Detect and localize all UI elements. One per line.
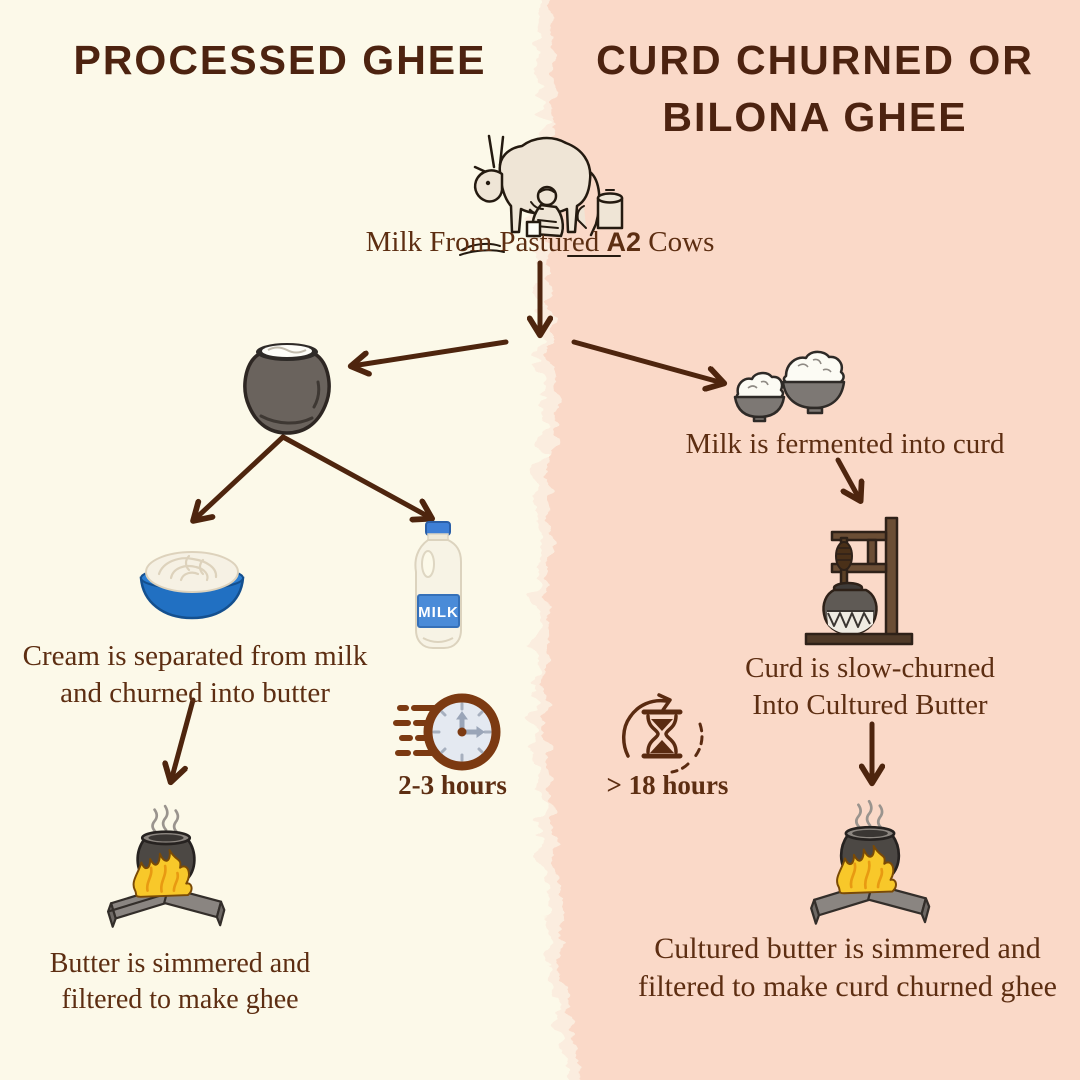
churn-step-label: Curd is slow-churned Into Cultured Butte… [690, 650, 1050, 724]
cream-bowl-icon [139, 551, 245, 620]
left-simmer-label: Butter is simmered and filtered to make … [0, 946, 360, 1018]
cow-milking-icon [459, 134, 624, 257]
right-simmer-label: Cultured butter is simmered and filtered… [615, 930, 1080, 1007]
ferment-step-label: Milk is fermented into curd [640, 426, 1050, 463]
milk-bottle-icon: MILK [414, 521, 462, 649]
right-title-line1: CURD CHURNED OR [596, 37, 1034, 83]
arrow-pot-to-bottle [280, 434, 431, 518]
cream-step-line1: Cream is separated from milk [22, 640, 368, 672]
left-title-text: PROCESSED GHEE [73, 37, 487, 83]
fire-pot-left-icon [106, 804, 226, 928]
left-simmer-line1: Butter is simmered and [49, 948, 311, 979]
arrow-curd-to-churner [835, 457, 860, 500]
arrow-split-right [571, 339, 723, 383]
bilona-churner-icon [804, 516, 914, 646]
right-title-line2: BILONA GHEE [662, 94, 968, 141]
churn-step-line1: Curd is slow-churned [745, 652, 995, 684]
ferment-text: Milk is fermented into curd [685, 428, 1005, 460]
arrow-pot-to-cream [194, 434, 286, 520]
milk-bottle-label: MILK [418, 604, 459, 621]
right-duration-text: > 18 hours [606, 770, 729, 800]
right-simmer-line1: Cultured butter is simmered and [654, 932, 1041, 965]
arrow-cream-to-fire [171, 697, 196, 781]
source-suffix: Cows [641, 226, 715, 258]
left-simmer-line2: filtered to make ghee [61, 983, 299, 1015]
left-duration-label: 2-3 hours [385, 770, 520, 801]
source-prefix: Milk From Pastured [365, 226, 607, 258]
milk-pot-icon [243, 343, 331, 435]
source-step-label: Milk From Pastured A2 Cows [0, 224, 1080, 261]
left-duration-text: 2-3 hours [398, 770, 507, 800]
fast-clock-icon [393, 693, 501, 771]
source-a2: A2 [606, 227, 642, 257]
right-column-title: CURD CHURNED OR BILONA GHEE [560, 32, 1070, 147]
cream-step-label: Cream is separated from milk and churned… [0, 638, 390, 712]
right-simmer-line2: filtered to make curd churned ghee [638, 970, 1057, 1004]
cream-step-line2: and churned into butter [60, 677, 330, 710]
left-column-title: PROCESSED GHEE [20, 32, 540, 89]
churn-step-line2: Into Cultured Butter [752, 689, 988, 722]
right-duration-label: > 18 hours [600, 770, 735, 801]
fire-pot-right-icon [810, 799, 931, 925]
arrow-split-left [352, 339, 509, 366]
curd-bowls-icon [733, 350, 846, 423]
pink-half [542, 0, 1080, 1080]
hourglass-icon [622, 693, 704, 774]
